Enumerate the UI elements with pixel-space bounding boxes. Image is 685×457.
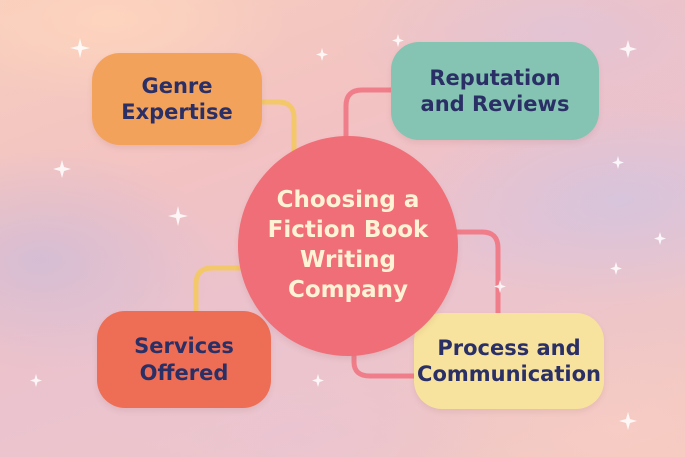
sparkle-icon [30,374,42,387]
sparkle-icon [316,48,328,61]
services-offered-node: Services Offered [97,311,271,408]
genre-expertise-node: Genre Expertise [92,53,262,145]
sparkle-icon [168,206,188,226]
process-communication-label: Process and Communication [417,335,601,386]
connector-genre [259,99,297,183]
services-offered-label: Services Offered [134,334,234,385]
sparkle-icon [654,232,666,245]
process-communication-node: Process and Communication [414,313,604,409]
central-topic-label: Choosing a Fiction Book Writing Company [267,187,429,303]
sparkle-icon [612,156,624,169]
connector-services [193,265,251,314]
sparkle-icon [312,374,324,387]
sparkle-icon [610,262,622,275]
sparkle-icon [53,160,71,178]
connector-process-bottom [351,341,417,379]
sparkle-icon [619,40,637,58]
sparkle-icon [619,412,637,430]
sparkle-icon [494,280,506,293]
reputation-reviews-label: Reputation and Reviews [420,65,570,116]
sparkle-icon [392,34,404,47]
connector-reputation [343,87,394,143]
central-topic-circle: Choosing a Fiction Book Writing Company [238,136,458,356]
connector-process-right [449,229,501,316]
genre-expertise-label: Genre Expertise [121,73,233,124]
sparkle-icon [70,38,90,58]
reputation-reviews-node: Reputation and Reviews [391,42,599,140]
